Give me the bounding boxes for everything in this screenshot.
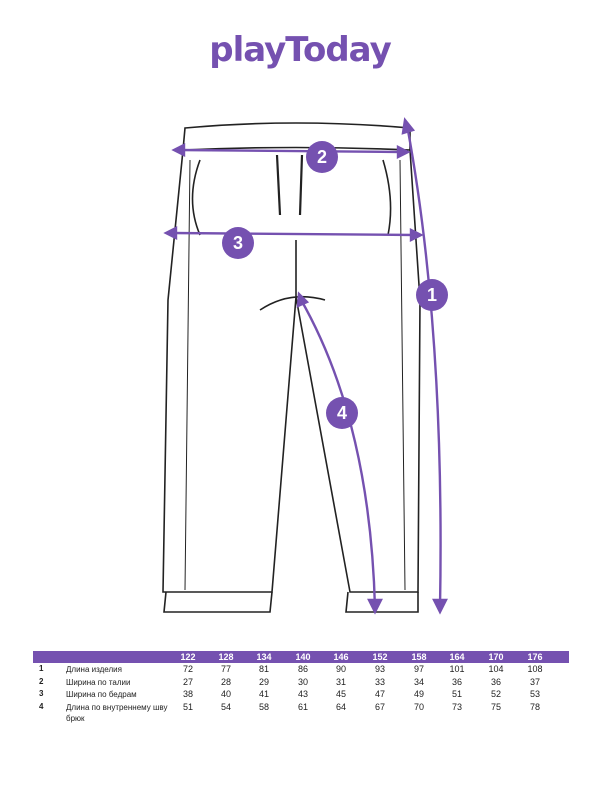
row-label: Длина изделия (66, 665, 122, 674)
value-cell: 53 (529, 689, 540, 699)
waistband (182, 122, 411, 151)
drawstrings (275, 154, 304, 216)
size-header: 134 (256, 652, 272, 662)
row-number: 2 (39, 676, 44, 686)
value-cell: 104 (488, 664, 504, 674)
marker-2: 2 (306, 141, 338, 173)
value-cell: 29 (258, 676, 269, 687)
pants-drawing: 1 2 3 4 (162, 117, 448, 615)
marker-3: 3 (222, 227, 254, 259)
value-cell: 61 (297, 701, 308, 712)
value-cell: 37 (529, 676, 540, 687)
value-cell: 64 (335, 701, 346, 712)
value-cell: 28 (220, 676, 231, 687)
value-cell: 51 (451, 689, 462, 699)
value-cell: 81 (258, 664, 269, 674)
marker-1: 1 (416, 279, 448, 311)
value-cell: 27 (182, 676, 193, 687)
size-header: 152 (372, 652, 388, 662)
value-cell: 77 (220, 664, 231, 674)
size-header: 122 (180, 652, 196, 662)
value-cell: 67 (374, 701, 385, 712)
value-cell: 45 (335, 689, 346, 699)
value-cell: 72 (182, 664, 193, 674)
value-cell: 38 (182, 689, 193, 699)
pockets (191, 159, 392, 236)
svg-text:1: 1 (427, 285, 437, 305)
value-cell: 34 (413, 676, 424, 687)
value-cell: 31 (335, 676, 346, 687)
value-cell: 51 (182, 701, 193, 712)
svg-text:2: 2 (317, 147, 327, 167)
svg-text:3: 3 (233, 233, 243, 253)
arrow-hips (171, 231, 416, 237)
value-cell: 30 (297, 676, 308, 687)
size-header: 170 (488, 652, 504, 662)
value-cell: 73 (451, 701, 462, 712)
value-cell: 97 (413, 664, 424, 674)
size-header-row: 122 128 134 140 146 152 158 164 170 176 (33, 651, 569, 663)
value-cell: 108 (527, 664, 543, 674)
value-cell: 101 (449, 664, 465, 674)
table-row: 1 Длина изделия 72 77 81 86 90 93 97 101 104 108 (33, 663, 569, 676)
cuffs (163, 591, 419, 613)
value-cell: 90 (335, 664, 346, 674)
table-row: 3 Ширина по бедрам 38 40 41 43 45 47 49 51 52 53 (33, 688, 569, 701)
pants-body (162, 149, 421, 593)
value-cell: 36 (490, 676, 501, 687)
row-number: 1 (39, 664, 44, 673)
value-cell: 75 (490, 701, 501, 712)
value-cell: 47 (374, 689, 385, 699)
size-table: 122 128 134 140 146 152 158 164 170 176 1 Длина из… (33, 651, 569, 723)
table-row: 2 Ширина по талии 27 28 29 30 31 33 34 36 36 37 (33, 676, 569, 689)
value-cell: 41 (258, 689, 269, 699)
svg-text:4: 4 (337, 403, 347, 423)
table-row: 4 Длина по внутреннему шву брюк 51 54 58 61 64… (33, 701, 569, 723)
value-cell: 70 (413, 701, 424, 712)
row-number: 3 (39, 689, 44, 698)
value-cell: 78 (529, 701, 540, 712)
value-cell: 40 (220, 689, 231, 699)
value-cell: 93 (374, 664, 385, 674)
arrow-inseam (298, 297, 377, 609)
arrow-waist (179, 148, 403, 154)
row-label: Ширина по бедрам (66, 690, 137, 699)
size-header: 176 (527, 652, 543, 662)
arrow-length (405, 124, 442, 609)
size-header: 164 (449, 652, 465, 662)
value-cell: 52 (490, 689, 501, 699)
value-cell: 36 (451, 676, 462, 687)
pants-outline (162, 122, 421, 613)
value-cell: 33 (374, 676, 385, 687)
marker-4: 4 (326, 397, 358, 429)
row-number: 4 (39, 701, 44, 711)
size-header: 158 (411, 652, 427, 662)
value-cell: 49 (413, 689, 424, 699)
row-label: Ширина по талии (66, 677, 131, 687)
value-cell: 54 (220, 701, 231, 712)
size-header: 146 (333, 652, 349, 662)
value-cell: 43 (297, 689, 308, 699)
size-header: 128 (218, 652, 234, 662)
brand-logo: playToday (209, 30, 392, 70)
row-label: Длина по внутреннему шву брюк (66, 702, 168, 723)
value-cell: 58 (258, 701, 269, 712)
size-header: 140 (295, 652, 311, 662)
value-cell: 86 (297, 664, 308, 674)
